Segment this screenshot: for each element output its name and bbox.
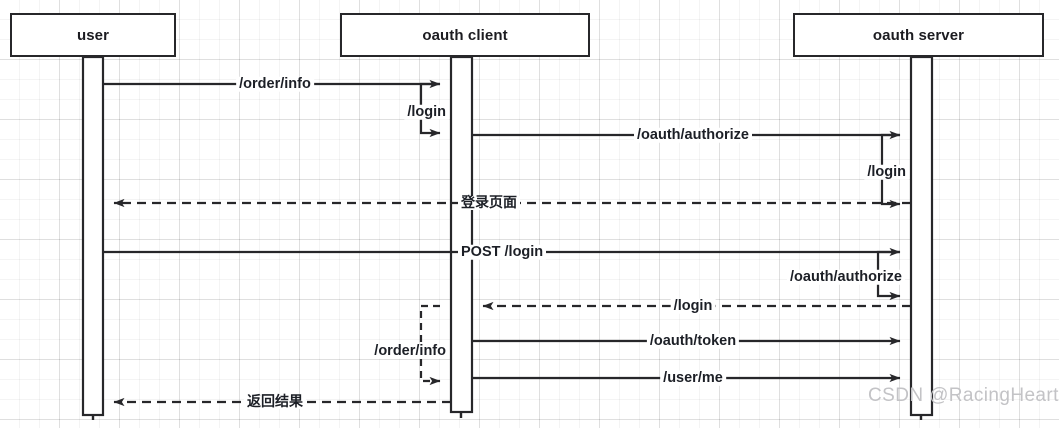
message-label-order-info-self-client: /order/info (371, 344, 449, 359)
message-label-login-self-client: /login (404, 105, 449, 120)
message-label-oauth-authorize-self-server: /oauth/authorize (787, 270, 905, 285)
activation-oauth-server (909, 55, 934, 417)
activation-oauth-client (449, 55, 474, 414)
message-label-return-result-response: 返回结果 (244, 395, 306, 409)
actor-label-user: user (76, 26, 110, 44)
activation-bars (81, 55, 934, 417)
actor-label-oauth-client: oauth client (422, 26, 508, 44)
lifelines (91, 57, 923, 420)
actor-box-oauth-client[interactable]: oauth client (340, 13, 590, 57)
message-label-oauth-token-request: /oauth/token (646, 334, 740, 349)
message-label-order-info-request: /order/info (236, 77, 314, 92)
message-label-login-self-server: /login (864, 165, 909, 180)
actor-box-user[interactable]: user (10, 13, 176, 57)
message-label-user-me-request: /user/me (660, 371, 726, 386)
message-label-post-login-request: POST /login (458, 245, 547, 260)
activation-user (81, 55, 105, 417)
actor-box-oauth-server[interactable]: oauth server (793, 13, 1044, 57)
csdn-watermark: CSDN @RacingHeart (868, 385, 1059, 406)
actor-label-oauth-server: oauth server (872, 26, 965, 44)
message-label-login-redirect-response: /login (670, 299, 716, 314)
message-label-login-page-response: 登录页面 (458, 196, 520, 210)
message-label-oauth-authorize-request: /oauth/authorize (634, 128, 752, 143)
